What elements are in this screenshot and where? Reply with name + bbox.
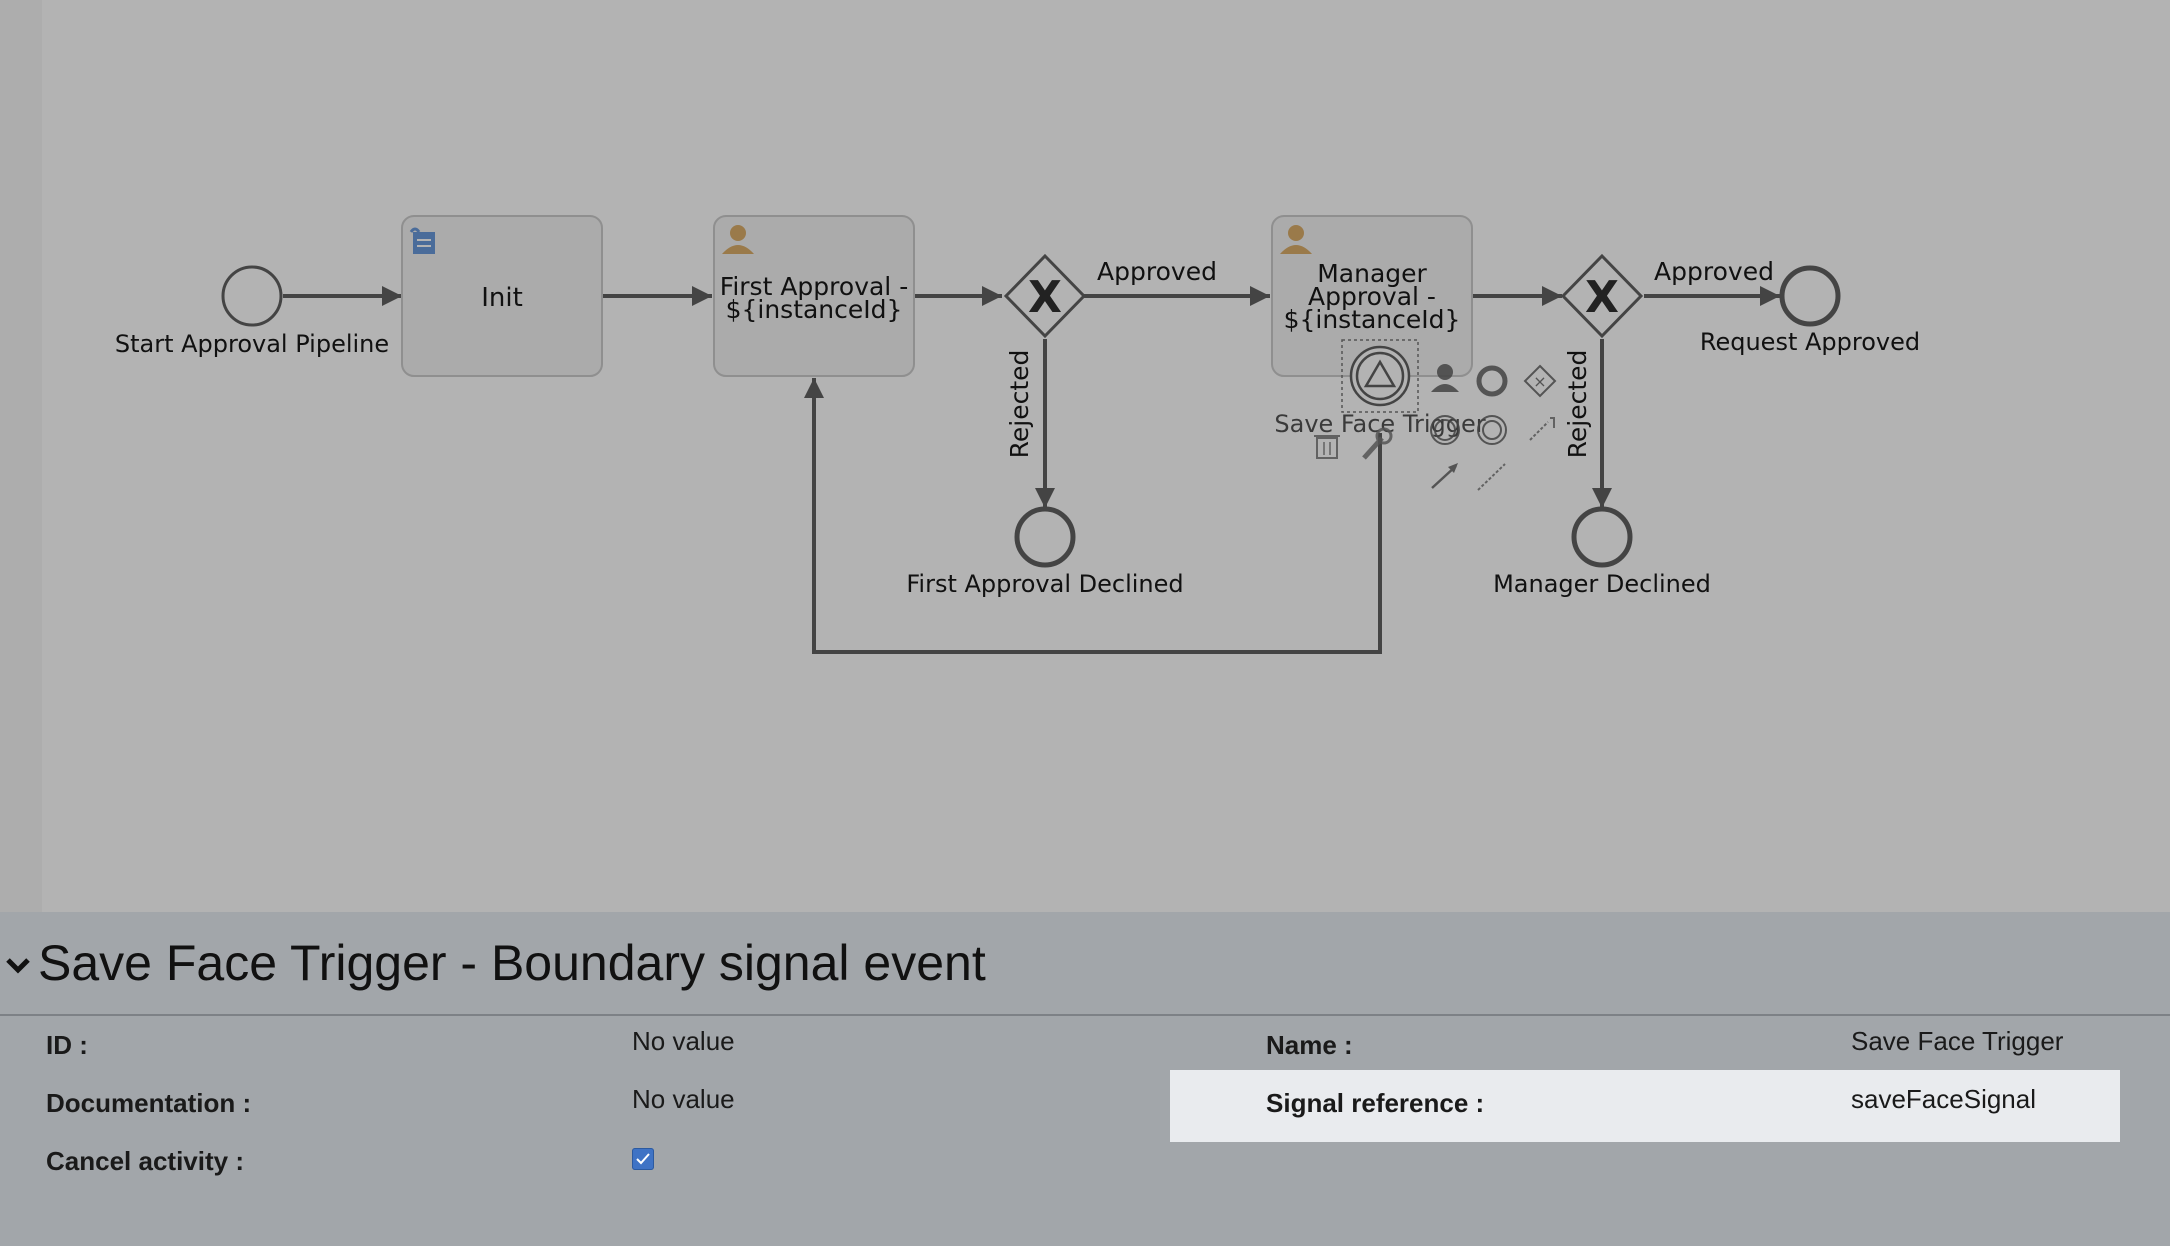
boundary-signal-event[interactable] xyxy=(1341,339,1419,413)
flow-approved-1-label: Approved xyxy=(1097,257,1217,286)
sequence-flows xyxy=(283,286,1780,654)
flow-rejected-1-label: Rejected xyxy=(1005,350,1034,459)
diagram-canvas[interactable]: Start Approval Pipeline Init First Appro… xyxy=(0,0,2170,912)
name-label: Name : xyxy=(1266,1030,1353,1060)
selection-box xyxy=(1341,339,1419,413)
flow-rejected-2-label: Rejected xyxy=(1563,350,1592,459)
flow-boundary-loop[interactable] xyxy=(804,378,1382,654)
documentation-value[interactable]: No value xyxy=(632,1084,735,1114)
signal-triangle-icon xyxy=(1363,359,1397,388)
start-event-label: Start Approval Pipeline xyxy=(115,330,389,358)
task-first-label-2: ${instanceId} xyxy=(726,295,903,324)
bpmn-diagram[interactable]: Start Approval Pipeline Init First Appro… xyxy=(0,0,2170,912)
user-icon xyxy=(1280,225,1312,254)
task-init[interactable]: Init xyxy=(401,215,603,377)
id-label: ID : xyxy=(46,1030,88,1060)
properties-panel: Save Face Trigger - Boundary signal even… xyxy=(0,912,2170,1246)
delete-icon[interactable] xyxy=(1314,435,1340,459)
flow-approved-2-label: Approved xyxy=(1654,257,1774,286)
panel-title: Save Face Trigger - Boundary signal even… xyxy=(38,935,986,991)
exclusive-gateway-1[interactable]: X xyxy=(1003,253,1087,339)
documentation-label: Documentation : xyxy=(46,1088,252,1118)
end-event-manager-declined[interactable] xyxy=(1571,506,1633,568)
task-first-label-1: First Approval - xyxy=(720,272,908,301)
text-annotation-icon[interactable] xyxy=(1529,417,1555,441)
cancel-activity-checkbox[interactable] xyxy=(632,1148,654,1170)
append-intermediate-event-icon[interactable] xyxy=(1430,415,1460,445)
checkmark-icon xyxy=(636,1153,650,1165)
signal-reference-label: Signal reference : xyxy=(1266,1088,1485,1118)
exclusive-gateway-2[interactable]: X xyxy=(1560,253,1644,339)
association-icon[interactable] xyxy=(1477,463,1506,491)
gateway-2-x: X xyxy=(1585,272,1619,323)
end-first-declined-label: First Approval Declined xyxy=(906,570,1183,598)
signal-reference-value[interactable]: saveFaceSignal xyxy=(1851,1084,2036,1114)
connect-arrow-icon[interactable] xyxy=(1431,463,1458,489)
start-event[interactable] xyxy=(221,265,283,327)
task-manager-approval[interactable]: Manager Approval - ${instanceId} xyxy=(1271,215,1473,377)
script-icon xyxy=(409,227,435,254)
context-pad: × xyxy=(1314,364,1557,491)
end-request-approved-label: Request Approved xyxy=(1700,328,1920,356)
cancel-activity-label: Cancel activity : xyxy=(46,1146,244,1176)
append-gateway-icon[interactable]: × xyxy=(1523,364,1557,398)
append-end-event-icon[interactable] xyxy=(1476,365,1508,397)
gateway-1-x: X xyxy=(1028,272,1062,323)
end-manager-declined-label: Manager Declined xyxy=(1493,570,1711,598)
append-user-task-icon[interactable] xyxy=(1431,364,1459,392)
append-intermediate-throw-icon[interactable] xyxy=(1477,415,1507,445)
task-manager-label-3: ${instanceId} xyxy=(1284,305,1461,334)
boundary-event-label: Save Face Trigger xyxy=(1274,410,1485,438)
task-manager-label-2: Approval - xyxy=(1308,282,1436,311)
svg-text:×: × xyxy=(1533,372,1546,391)
user-icon xyxy=(722,225,754,254)
id-value[interactable]: No value xyxy=(632,1026,735,1056)
task-first-approval[interactable]: First Approval - ${instanceId} xyxy=(713,215,915,377)
end-event-request-approved[interactable] xyxy=(1779,265,1841,327)
signal-reference-row[interactable] xyxy=(1170,1070,2120,1142)
task-init-label: Init xyxy=(481,283,523,313)
wrench-icon[interactable] xyxy=(1362,427,1393,460)
task-manager-label-1: Manager xyxy=(1317,259,1427,288)
end-event-first-declined[interactable] xyxy=(1014,506,1076,568)
canvas-gutter xyxy=(0,0,42,912)
properties-panel-header[interactable]: Save Face Trigger - Boundary signal even… xyxy=(0,912,2170,1016)
chevron-down-icon[interactable] xyxy=(2,948,38,984)
name-value[interactable]: Save Face Trigger xyxy=(1851,1026,2064,1056)
